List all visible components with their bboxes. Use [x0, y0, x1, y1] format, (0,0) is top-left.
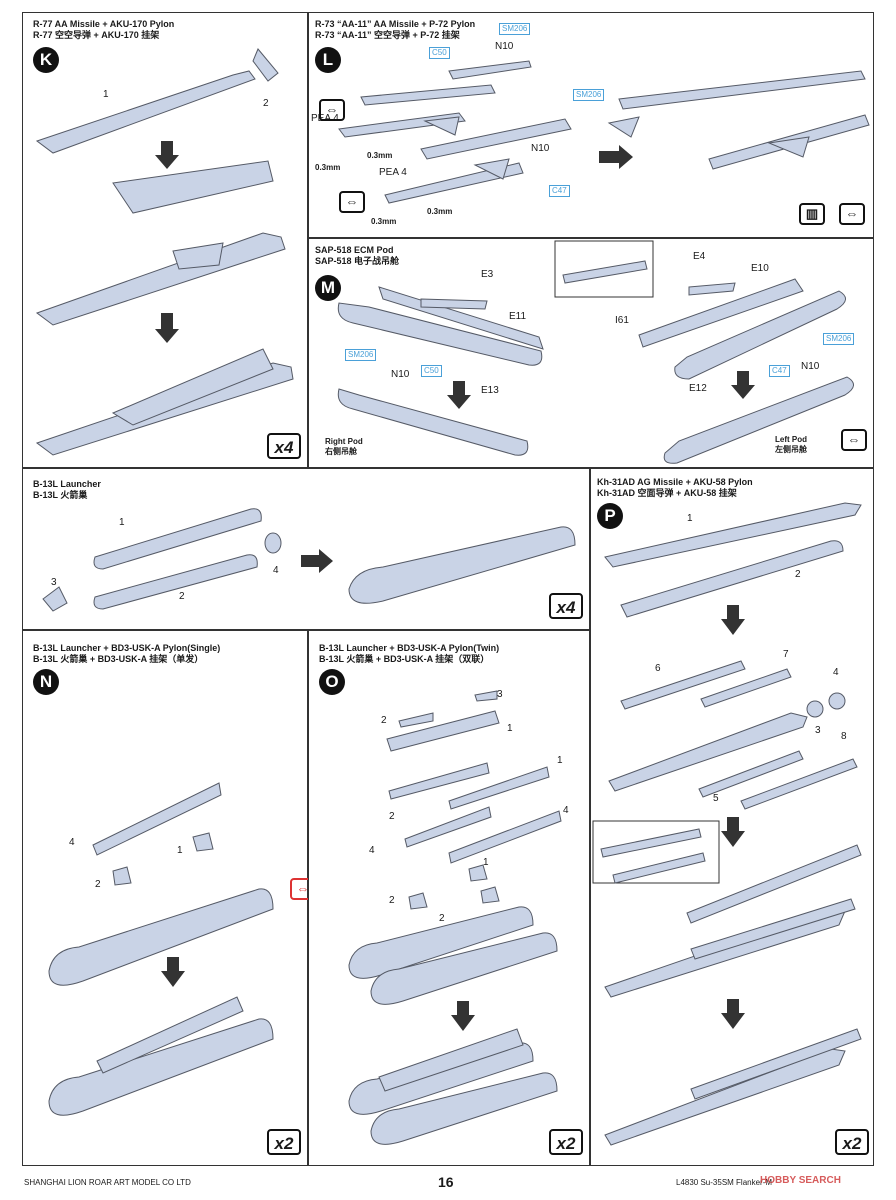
- part-label: N10: [391, 369, 410, 380]
- part-label: 1: [483, 857, 489, 868]
- part-label: 8: [841, 731, 847, 742]
- panel-k: R-77 AA Missile + AKU-170 Pylon R-77 空空导…: [22, 12, 308, 468]
- panel-o: B-13L Launcher + BD3-USK-A Pylon(Twin) B…: [308, 630, 590, 1166]
- part-label: 4: [273, 565, 279, 576]
- part-label: E3: [481, 269, 494, 280]
- b13l-single-illustration: [48, 782, 274, 1116]
- part-label: 1: [557, 755, 563, 766]
- quantity-badge: x2: [549, 1129, 583, 1155]
- right-pod-label: Right Pod 右侧吊舱: [325, 437, 363, 456]
- footer-company: SHANGHAI LION ROAR ART MODEL CO LTD: [24, 1178, 191, 1187]
- part-label: 3: [497, 689, 503, 700]
- part-label: 2: [95, 879, 101, 890]
- panel-o-title: B-13L Launcher + BD3-USK-A Pylon(Twin) B…: [319, 643, 500, 664]
- step-badge-p: P: [597, 503, 623, 529]
- sap518-pod-illustration: [337, 240, 854, 464]
- color-ref: SM206: [345, 349, 377, 361]
- quantity-badge: x4: [267, 433, 301, 459]
- part-label: 2: [389, 895, 395, 906]
- panel-k-title: R-77 AA Missile + AKU-170 Pylon R-77 空空导…: [33, 19, 175, 40]
- part-label: N10: [495, 41, 514, 52]
- watermark: HOBBY SEARCH: [760, 1175, 841, 1186]
- color-ref: SM206: [823, 333, 855, 345]
- step-badge-k: K: [33, 47, 59, 73]
- step-badge-n: N: [33, 669, 59, 695]
- part-label: N10: [801, 361, 820, 372]
- part-label: 1: [103, 89, 109, 100]
- part-label: 2: [389, 811, 395, 822]
- panel-p-title: Kh-31AD AG Missile + AKU-58 Pylon Kh-31A…: [597, 477, 753, 498]
- panel-b13l-title: B-13L Launcher B-13L 火箭巢: [33, 479, 101, 500]
- dimension-label: 0.3mm: [371, 217, 397, 226]
- part-label: 4: [563, 805, 569, 816]
- step-badge-m: M: [315, 275, 341, 301]
- part-label: N10: [531, 143, 550, 154]
- r73-missile-illustration: [338, 60, 870, 204]
- mirror-symbol-icon: ⇔: [319, 99, 345, 121]
- b13l-twin-illustration: [348, 690, 562, 1145]
- part-label: 2: [263, 98, 269, 109]
- step-badge-l: L: [315, 47, 341, 73]
- part-label: E4: [693, 251, 706, 262]
- panel-n: B-13L Launcher + BD3-USK-A Pylon(Single)…: [22, 630, 308, 1166]
- step-badge-o: O: [319, 669, 345, 695]
- quantity-badge: x2: [835, 1129, 869, 1155]
- left-pod-label: Left Pod 左侧吊舱: [775, 435, 807, 454]
- quantity-badge: x4: [549, 593, 583, 619]
- part-label: 1: [507, 723, 513, 734]
- part-label: E10: [751, 263, 769, 274]
- mirror-symbol-icon: ⇔: [839, 203, 865, 225]
- panel-l-title: R-73 “AA-11” AA Missile + P-72 Pylon R-7…: [315, 19, 476, 40]
- part-label: PEA 4: [311, 113, 339, 124]
- part-label: 7: [783, 649, 789, 660]
- panel-m: SAP-518 ECM Pod SAP-518 电子战吊舱 M E3 E11 E…: [308, 238, 874, 468]
- dimension-label: 0.3mm: [367, 151, 393, 160]
- part-label: 4: [69, 837, 75, 848]
- color-ref: C50: [421, 365, 442, 377]
- glue-symbol-icon: ▥: [799, 203, 825, 225]
- part-label: PEA 4: [379, 167, 407, 178]
- color-ref: SM206: [573, 89, 605, 101]
- part-label: 4: [369, 845, 375, 856]
- panel-b13l: B-13L Launcher B-13L 火箭巢 1 2 3 4 x4: [22, 468, 590, 630]
- part-label: 2: [795, 569, 801, 580]
- dimension-label: 0.3mm: [315, 163, 341, 172]
- color-ref: C47: [769, 365, 790, 377]
- part-label: 4: [833, 667, 839, 678]
- page-number: 16: [438, 1174, 454, 1190]
- part-label: 1: [119, 517, 125, 528]
- part-label: 3: [51, 577, 57, 588]
- footer-product: L4830 Su-35SM Flanker-M: [676, 1178, 773, 1187]
- part-label: E11: [509, 311, 527, 322]
- part-label: I61: [615, 315, 629, 326]
- dimension-label: 0.3mm: [427, 207, 453, 216]
- part-label: 1: [687, 513, 693, 524]
- part-label: E13: [481, 385, 499, 396]
- panel-n-title: B-13L Launcher + BD3-USK-A Pylon(Single)…: [33, 643, 221, 664]
- color-ref: C50: [429, 47, 450, 59]
- part-label: 3: [815, 725, 821, 736]
- kh31ad-missile-illustration: [592, 502, 862, 1146]
- part-label: 2: [439, 913, 445, 924]
- part-label: 6: [655, 663, 661, 674]
- part-label: E12: [689, 383, 707, 394]
- part-label: 1: [177, 845, 183, 856]
- mirror-symbol-icon: ⇔: [841, 429, 867, 451]
- part-label: 2: [179, 591, 185, 602]
- color-ref: C47: [549, 185, 570, 197]
- quantity-badge: x2: [267, 1129, 301, 1155]
- panel-l: R-73 “AA-11” AA Missile + P-72 Pylon R-7…: [308, 12, 874, 238]
- panel-m-title: SAP-518 ECM Pod SAP-518 电子战吊舱: [315, 245, 400, 266]
- part-label: 2: [381, 715, 387, 726]
- part-label: 5: [713, 793, 719, 804]
- mirror-symbol-icon: ⇔: [339, 191, 365, 213]
- r77-missile-illustration: [35, 48, 294, 456]
- color-ref: SM206: [499, 23, 531, 35]
- b13l-launcher-illustration: [42, 508, 576, 612]
- panel-p: Kh-31AD AG Missile + AKU-58 Pylon Kh-31A…: [590, 468, 874, 1166]
